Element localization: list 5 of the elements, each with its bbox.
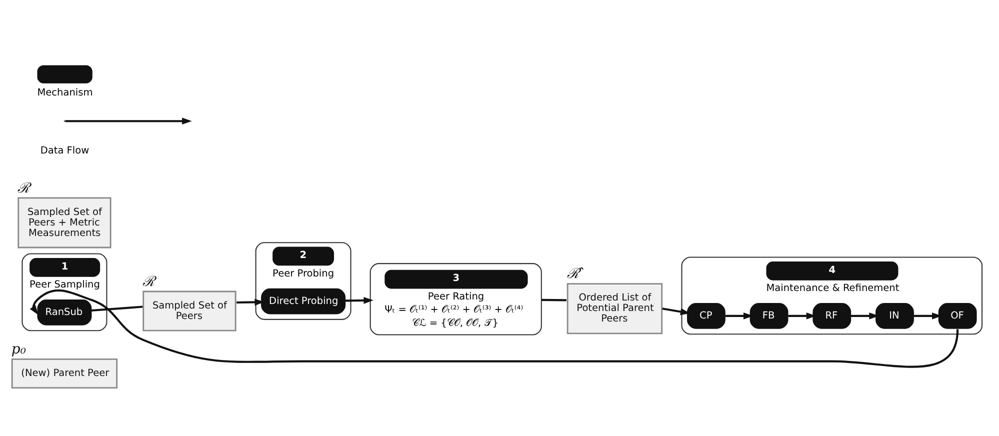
- legend-label: Mechanism: [37, 87, 93, 98]
- node-label: p₀: [11, 342, 26, 358]
- legend-label: Data Flow: [40, 146, 90, 157]
- node-label: ℛ: [142, 274, 155, 290]
- node-label: ℛ: [18, 180, 30, 196]
